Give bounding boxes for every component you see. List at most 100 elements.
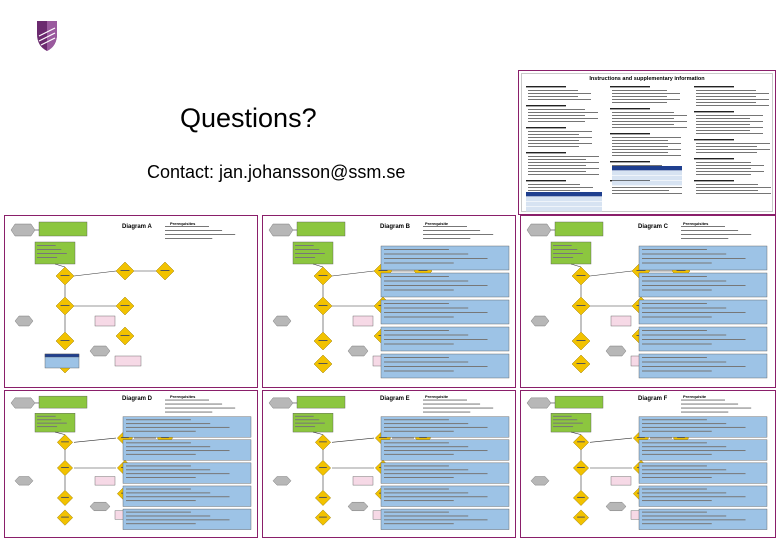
- result-text-line: [384, 442, 449, 444]
- green-box-text-line: [553, 415, 572, 417]
- info-text-line: [612, 112, 674, 113]
- decision-diamond: [314, 509, 332, 526]
- diagram-e-title: Diagram E: [380, 396, 410, 402]
- result-text-line: [642, 307, 727, 309]
- result-text-line: [642, 276, 707, 277]
- result-text-line: [384, 473, 488, 475]
- info-text-line: [528, 146, 579, 147]
- decision-diamond-label: [120, 270, 130, 271]
- green-box-text-line: [295, 257, 316, 258]
- info-heading-line: [694, 139, 734, 141]
- result-text-line: [126, 419, 191, 421]
- result-text-line: [126, 430, 196, 432]
- info-text-line: [528, 134, 579, 135]
- green-box-text-line: [553, 257, 574, 258]
- info-text-line: [612, 146, 668, 147]
- decision-diamond-label: [120, 335, 130, 336]
- info-table-row: [612, 166, 682, 171]
- info-text-line: [528, 137, 592, 138]
- result-box: [122, 508, 252, 530]
- diagram-a-flowchart: [10, 221, 236, 374]
- decision-diamond-label: [319, 441, 327, 443]
- result-text-line: [642, 511, 707, 513]
- green-box-text-line: [295, 253, 325, 254]
- result-text-line: [642, 453, 712, 455]
- info-text-line: [528, 162, 599, 163]
- info-text-line: [612, 99, 680, 100]
- info-table-row: [612, 176, 682, 181]
- prerequisite-text-line: [423, 411, 471, 413]
- decision-diamond-label: [576, 340, 586, 341]
- info-heading-line: [694, 111, 734, 113]
- info-heading-line: [694, 180, 734, 182]
- diagram-c-title: Diagram C: [638, 224, 669, 230]
- result-text-line: [384, 285, 488, 286]
- end-node: [530, 476, 550, 486]
- result-box: [638, 508, 768, 530]
- result-text-line: [642, 496, 746, 498]
- info-text-line: [696, 149, 770, 150]
- result-text-line: [642, 366, 746, 367]
- info-heading-line: [694, 158, 734, 160]
- prerequisite-text-line: [681, 407, 752, 409]
- result-text-line: [126, 450, 230, 452]
- end-node: [347, 345, 369, 357]
- result-text-line: [384, 515, 469, 517]
- info-text-line: [612, 149, 681, 150]
- green-box-text-line: [295, 249, 320, 250]
- info-text-line: [612, 96, 667, 97]
- diagram-d-panel: Diagram D Prerequisites: [4, 390, 258, 538]
- info-text-line: [528, 90, 578, 91]
- result-text-line: [642, 523, 712, 525]
- result-text-line: [384, 280, 469, 282]
- result-text-line: [126, 515, 211, 517]
- result-text-line: [384, 343, 454, 345]
- prerequisite-text-line: [165, 399, 209, 401]
- result-box-header: [44, 353, 80, 358]
- result-text-line: [642, 249, 707, 250]
- end-node: [605, 345, 627, 357]
- diagram-f-title: Diagram F: [638, 396, 668, 402]
- green-box-text-line: [295, 419, 320, 421]
- decision-diamond-label: [61, 516, 69, 518]
- green-box-text-line: [37, 422, 67, 424]
- intro-box: [38, 395, 88, 409]
- start-node: [268, 397, 294, 409]
- result-text-line: [642, 500, 712, 502]
- result-text-line: [384, 426, 488, 428]
- result-text-line: [384, 465, 449, 467]
- connector-line: [312, 263, 324, 268]
- result-text-line: [642, 370, 712, 372]
- decision-diamond: [572, 459, 590, 477]
- green-box-text-line: [295, 426, 316, 428]
- result-text-line: [384, 262, 454, 264]
- info-text-line: [696, 146, 757, 147]
- connector-line: [312, 431, 324, 435]
- decision-diamond-label: [676, 270, 686, 271]
- info-text-line: [696, 162, 751, 163]
- result-text-line: [642, 419, 707, 421]
- decision-diamond-label: [60, 275, 70, 276]
- result-text-line: [642, 519, 746, 521]
- info-text-line: [528, 184, 580, 185]
- green-box-text-line: [37, 257, 58, 258]
- info-heading-line: [526, 152, 566, 154]
- result-text-line: [642, 442, 707, 444]
- info-text-line: [696, 90, 756, 91]
- result-text-line: [384, 523, 454, 525]
- prerequisite-text-line: [423, 399, 467, 401]
- green-box-text-line: [37, 419, 62, 421]
- prerequisite-text-line: [165, 226, 209, 227]
- decision-diamond-label: [636, 270, 646, 271]
- green-box-text-line: [553, 249, 578, 250]
- prerequisite-text-line: [423, 407, 494, 409]
- diagram-e-flowchart: [268, 395, 510, 530]
- result-text-line: [642, 357, 707, 358]
- end-node: [14, 315, 34, 327]
- decision-diamond: [572, 509, 590, 526]
- info-text-line: [612, 193, 682, 194]
- result-text-line: [126, 500, 196, 502]
- prerequisite-text-line: [165, 407, 236, 409]
- result-text-line: [642, 515, 727, 517]
- info-text-line: [696, 184, 758, 185]
